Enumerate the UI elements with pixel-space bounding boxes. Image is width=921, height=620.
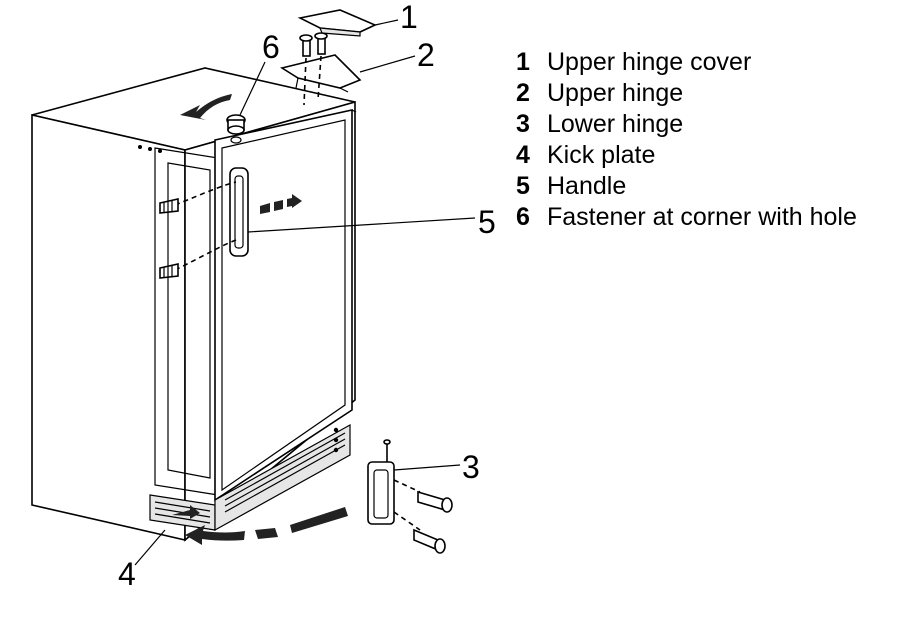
parts-legend: 1 Upper hinge cover 2 Upper hinge 3 Lower h… — [516, 48, 857, 234]
legend-label: Lower hinge — [547, 110, 684, 138]
legend-item: 3 Lower hinge — [516, 110, 857, 141]
handle-screws — [159, 181, 237, 279]
legend-label: Kick plate — [547, 141, 656, 169]
legend-item: 5 Handle — [516, 172, 857, 203]
callout-3: 3 — [462, 449, 480, 485]
legend-label: Fastener at corner with hole — [547, 203, 857, 231]
lower-hinge — [367, 439, 453, 554]
callout-6: 6 — [262, 29, 280, 65]
legend-number: 4 — [516, 141, 530, 169]
leader-lines — [134, 19, 476, 566]
upper-hinge-cover — [297, 9, 377, 37]
callout-1: 1 — [400, 0, 418, 35]
legend-item: 1 Upper hinge cover — [516, 48, 857, 79]
callout-2: 2 — [417, 37, 435, 73]
door — [214, 109, 357, 502]
legend-item: 2 Upper hinge — [516, 79, 857, 110]
upper-hinge — [279, 32, 362, 106]
legend-label: Upper hinge cover — [547, 48, 752, 76]
legend-number: 5 — [516, 172, 530, 200]
legend-item: 4 Kick plate — [516, 141, 857, 172]
legend-number: 6 — [516, 203, 530, 231]
handle — [229, 167, 249, 257]
legend-number: 2 — [516, 79, 530, 107]
legend-label: Handle — [547, 172, 627, 200]
legend-label: Upper hinge — [547, 79, 684, 107]
callout-5: 5 — [478, 204, 496, 240]
kick-plate — [149, 423, 351, 532]
callout-4: 4 — [118, 556, 136, 592]
corner-fastener — [226, 114, 246, 144]
legend-number: 3 — [516, 110, 530, 138]
legend-item: 6 Fastener at corner with hole — [516, 203, 857, 234]
legend-number: 1 — [516, 48, 530, 76]
move-arrows — [172, 94, 348, 545]
